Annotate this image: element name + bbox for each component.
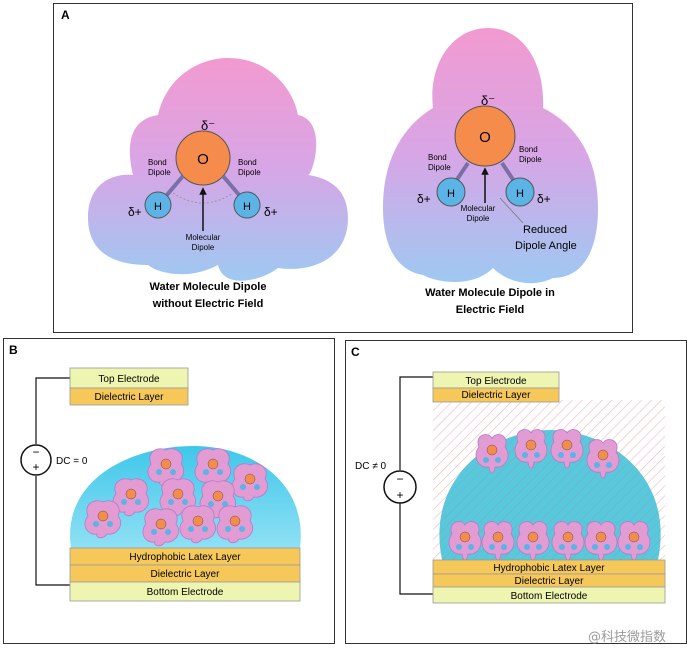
circuit-wire xyxy=(35,377,70,586)
dc-label: DC = 0 xyxy=(56,456,88,467)
hydrogen-atom-left xyxy=(144,191,172,219)
bond-dipole-label: Bond xyxy=(238,158,257,167)
hydrophobic-label: Hydrophobic Latex Layer xyxy=(129,552,241,563)
top-dielectric xyxy=(69,387,189,406)
reduced-angle-label: Reduced xyxy=(523,224,567,236)
water-molecule-no-field: δ⁻ O H H δ+ δ+ Bond Dipole Bond Dipole M… xyxy=(88,58,348,310)
panel-a: A δ⁻ O H H δ+ δ+ Bond Dipole Bond Dipole… xyxy=(53,3,633,333)
delta-plus-label: δ+ xyxy=(537,192,551,206)
panel-letter: A xyxy=(61,8,70,22)
hydrogen-atom-left xyxy=(436,177,466,207)
watermark: @科技微指数 xyxy=(588,630,667,645)
delta-plus-label: δ+ xyxy=(417,192,431,206)
bottom-electrode xyxy=(69,581,301,602)
top-electrode-label: Top Electrode xyxy=(98,374,160,385)
caption: Water Molecule Dipole in xyxy=(425,287,555,299)
dc-plus: + xyxy=(32,460,39,474)
bond-dipole-label: Dipole xyxy=(519,155,542,164)
panel-c: C − + DC ≠ 0 Top Electrode Dielectric La… xyxy=(345,340,687,644)
dc-minus: − xyxy=(32,445,39,459)
caption: Water Molecule Dipole xyxy=(150,281,267,293)
delta-plus-label: δ+ xyxy=(128,205,142,219)
oxygen-label: O xyxy=(197,151,209,168)
molecular-dipole-label: Dipole xyxy=(467,214,490,223)
hydrogen-label: H xyxy=(447,188,455,200)
bond-dipole-label: Dipole xyxy=(428,163,451,172)
panel-b: B − + DC = 0 Top Electrode Dielectric La… xyxy=(3,338,335,644)
top-electrode-label: Top Electrode xyxy=(465,376,527,387)
dc-source xyxy=(383,470,417,504)
top-dielectric-label: Dielectric Layer xyxy=(462,390,532,401)
oxygen-atom xyxy=(175,130,231,186)
panel-letter: B xyxy=(9,343,18,357)
bond-dipole-label: Bond xyxy=(148,158,167,167)
caption: Electric Field xyxy=(456,304,524,316)
delta-plus-label: δ+ xyxy=(264,205,278,219)
top-dielectric-label: Dielectric Layer xyxy=(95,392,165,403)
molecular-dipole-label: Dipole xyxy=(192,243,215,252)
dc-minus: − xyxy=(396,472,403,486)
hydrogen-label: H xyxy=(154,201,162,213)
bond-dipole-label: Bond xyxy=(519,145,538,154)
bottom-dielectric-label: Dielectric Layer xyxy=(515,576,585,587)
delta-minus-label: δ⁻ xyxy=(481,93,495,108)
bottom-electrode-label: Bottom Electrode xyxy=(147,587,224,598)
hydrogen-label: H xyxy=(243,201,251,213)
reduced-angle-pointer xyxy=(499,197,524,224)
bottom-electrode-label: Bottom Electrode xyxy=(511,591,588,602)
reduced-angle-label: Dipole Angle xyxy=(515,240,577,252)
bottom-electrode xyxy=(432,586,666,604)
oxygen-label: O xyxy=(479,129,491,146)
molecular-dipole-label: Molecular xyxy=(186,233,221,242)
hydrophobic-label: Hydrophobic Latex Layer xyxy=(493,563,605,574)
dc-plus: + xyxy=(396,488,403,502)
oxygen-atom xyxy=(454,105,516,167)
bond-dipole-label: Dipole xyxy=(148,168,171,177)
top-dielectric xyxy=(432,387,560,403)
hydrogen-label: H xyxy=(516,188,524,200)
panel-letter: C xyxy=(351,345,360,359)
hydrogen-atom-right xyxy=(233,191,261,219)
bond-dipole-label: Bond xyxy=(428,153,447,162)
molecular-dipole-label: Molecular xyxy=(461,204,496,213)
dc-source xyxy=(20,444,52,476)
circuit-wire xyxy=(399,376,433,595)
hydrogen-atom-right xyxy=(505,177,535,207)
dc-label: DC ≠ 0 xyxy=(355,461,386,472)
delta-minus-label: δ⁻ xyxy=(201,118,215,133)
caption: without Electric Field xyxy=(152,298,264,310)
bottom-dielectric-label: Dielectric Layer xyxy=(151,569,221,580)
water-molecule-in-field: δ⁻ O H H δ+ δ+ Bond Dipole Bond Dipole M… xyxy=(383,28,598,316)
bond-dipole-label: Dipole xyxy=(238,168,261,177)
